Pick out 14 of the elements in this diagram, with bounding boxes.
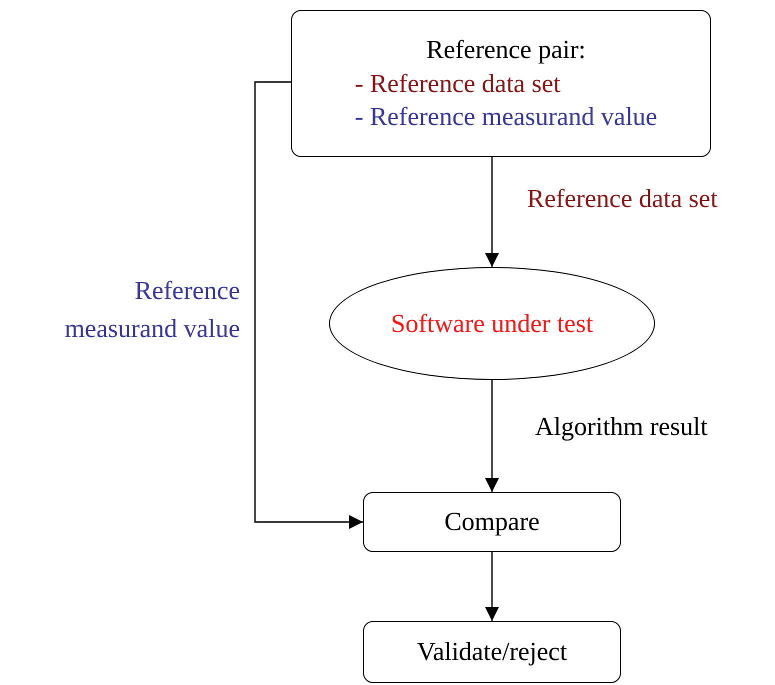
box-heading: Reference pair: [426, 34, 586, 66]
process-box [291, 10, 711, 157]
node-label: Compare [444, 506, 540, 538]
list-item: - Reference data set [354, 68, 560, 100]
process-box [363, 492, 621, 552]
arrow [485, 157, 499, 267]
arrow [254, 81, 363, 529]
process-ellipse [329, 267, 655, 380]
node-label: Validate/reject [416, 636, 568, 668]
node-label: Software under test [390, 308, 594, 340]
arrow [485, 380, 499, 492]
process-box [363, 621, 621, 683]
list-item: - Reference measurand value [354, 101, 658, 134]
arrow [485, 552, 499, 621]
